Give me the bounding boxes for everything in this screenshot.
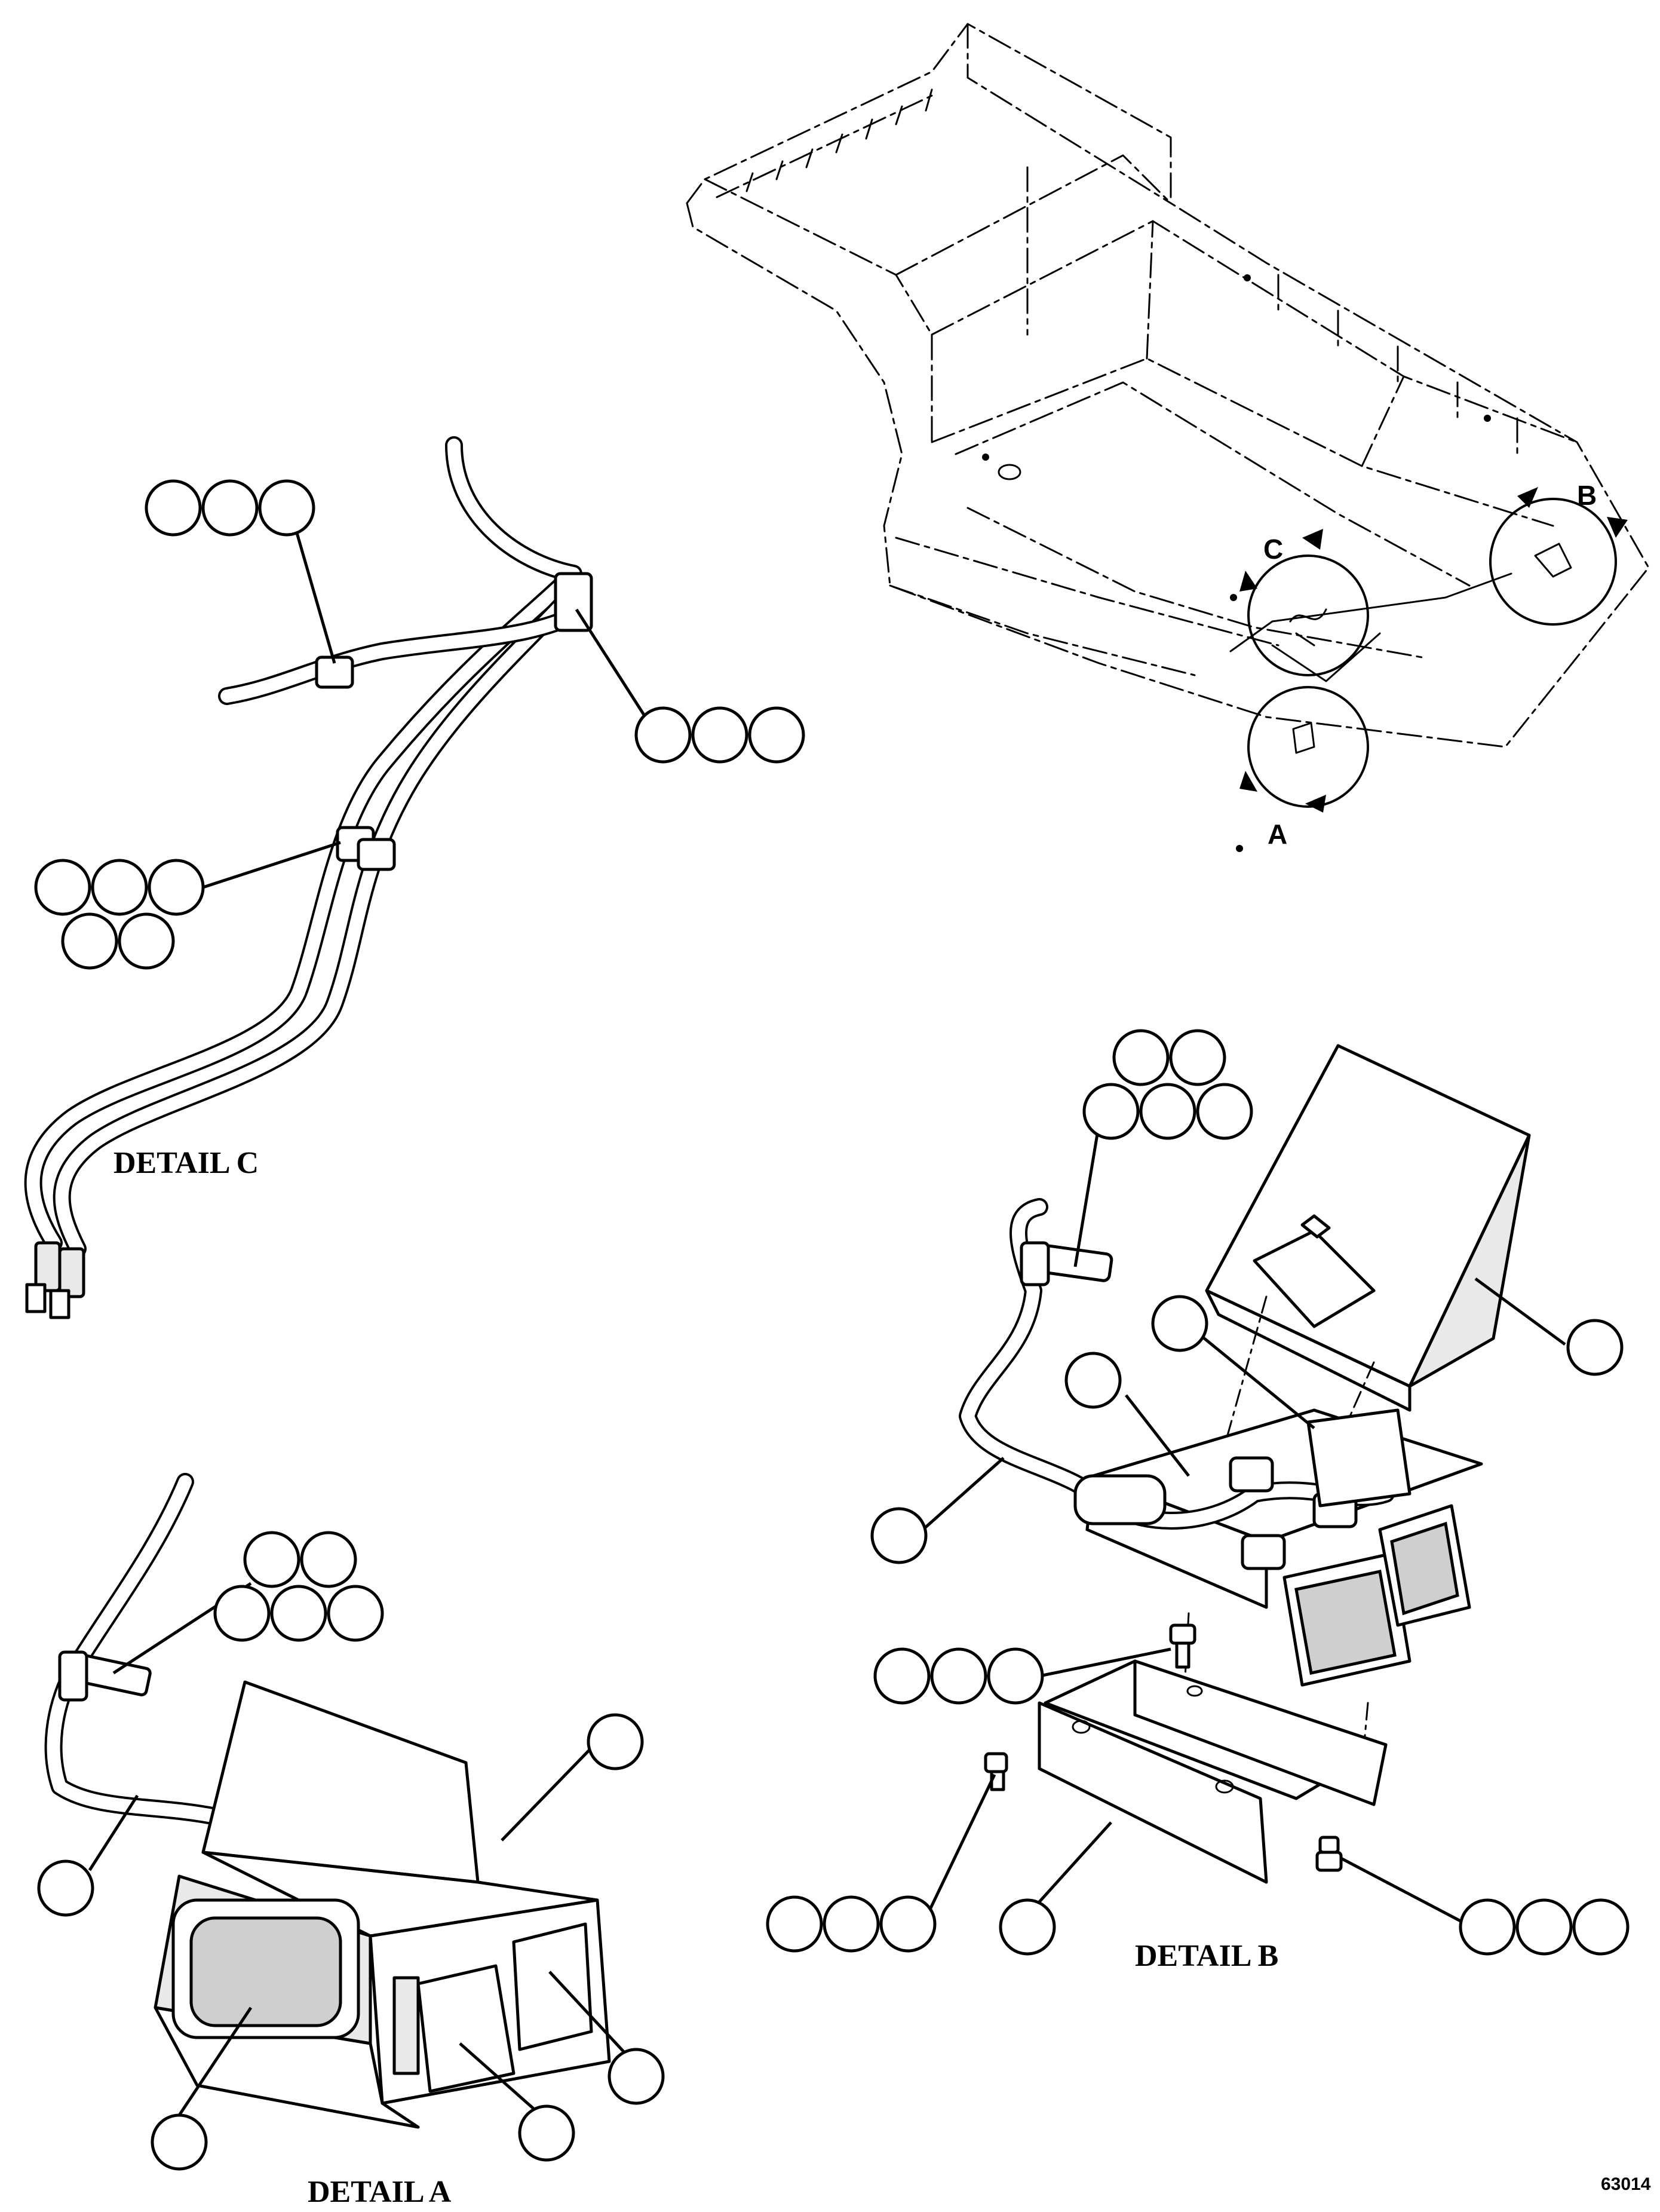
- detail-b-callouts: [766, 1029, 1630, 1956]
- detail-a-callouts: [37, 1531, 665, 2171]
- detail-c-title: DETAIL C: [113, 1146, 259, 1180]
- detail-a-title: DETAIL A: [308, 2175, 452, 2209]
- detail-c-callouts: [34, 479, 805, 970]
- figure-number: 63014: [1601, 2174, 1651, 2194]
- detail-b-light-bracket: [959, 1044, 1531, 1884]
- machine-frame-phantom: [686, 23, 1650, 852]
- detail-circle-a: A: [1239, 686, 1369, 850]
- detail-c-hose-harness: [24, 436, 593, 1319]
- mounting-plate-outline: [1229, 572, 1512, 682]
- view-callout-c: C: [1263, 534, 1283, 565]
- view-callout-a: A: [1268, 819, 1287, 850]
- detail-b-title: DETAIL B: [1135, 1939, 1278, 1973]
- view-callout-b: B: [1577, 480, 1597, 511]
- detail-circle-c: C: [1239, 529, 1369, 676]
- detail-circle-b: B: [1489, 480, 1628, 626]
- detail-a-light-assembly: [44, 1473, 611, 2129]
